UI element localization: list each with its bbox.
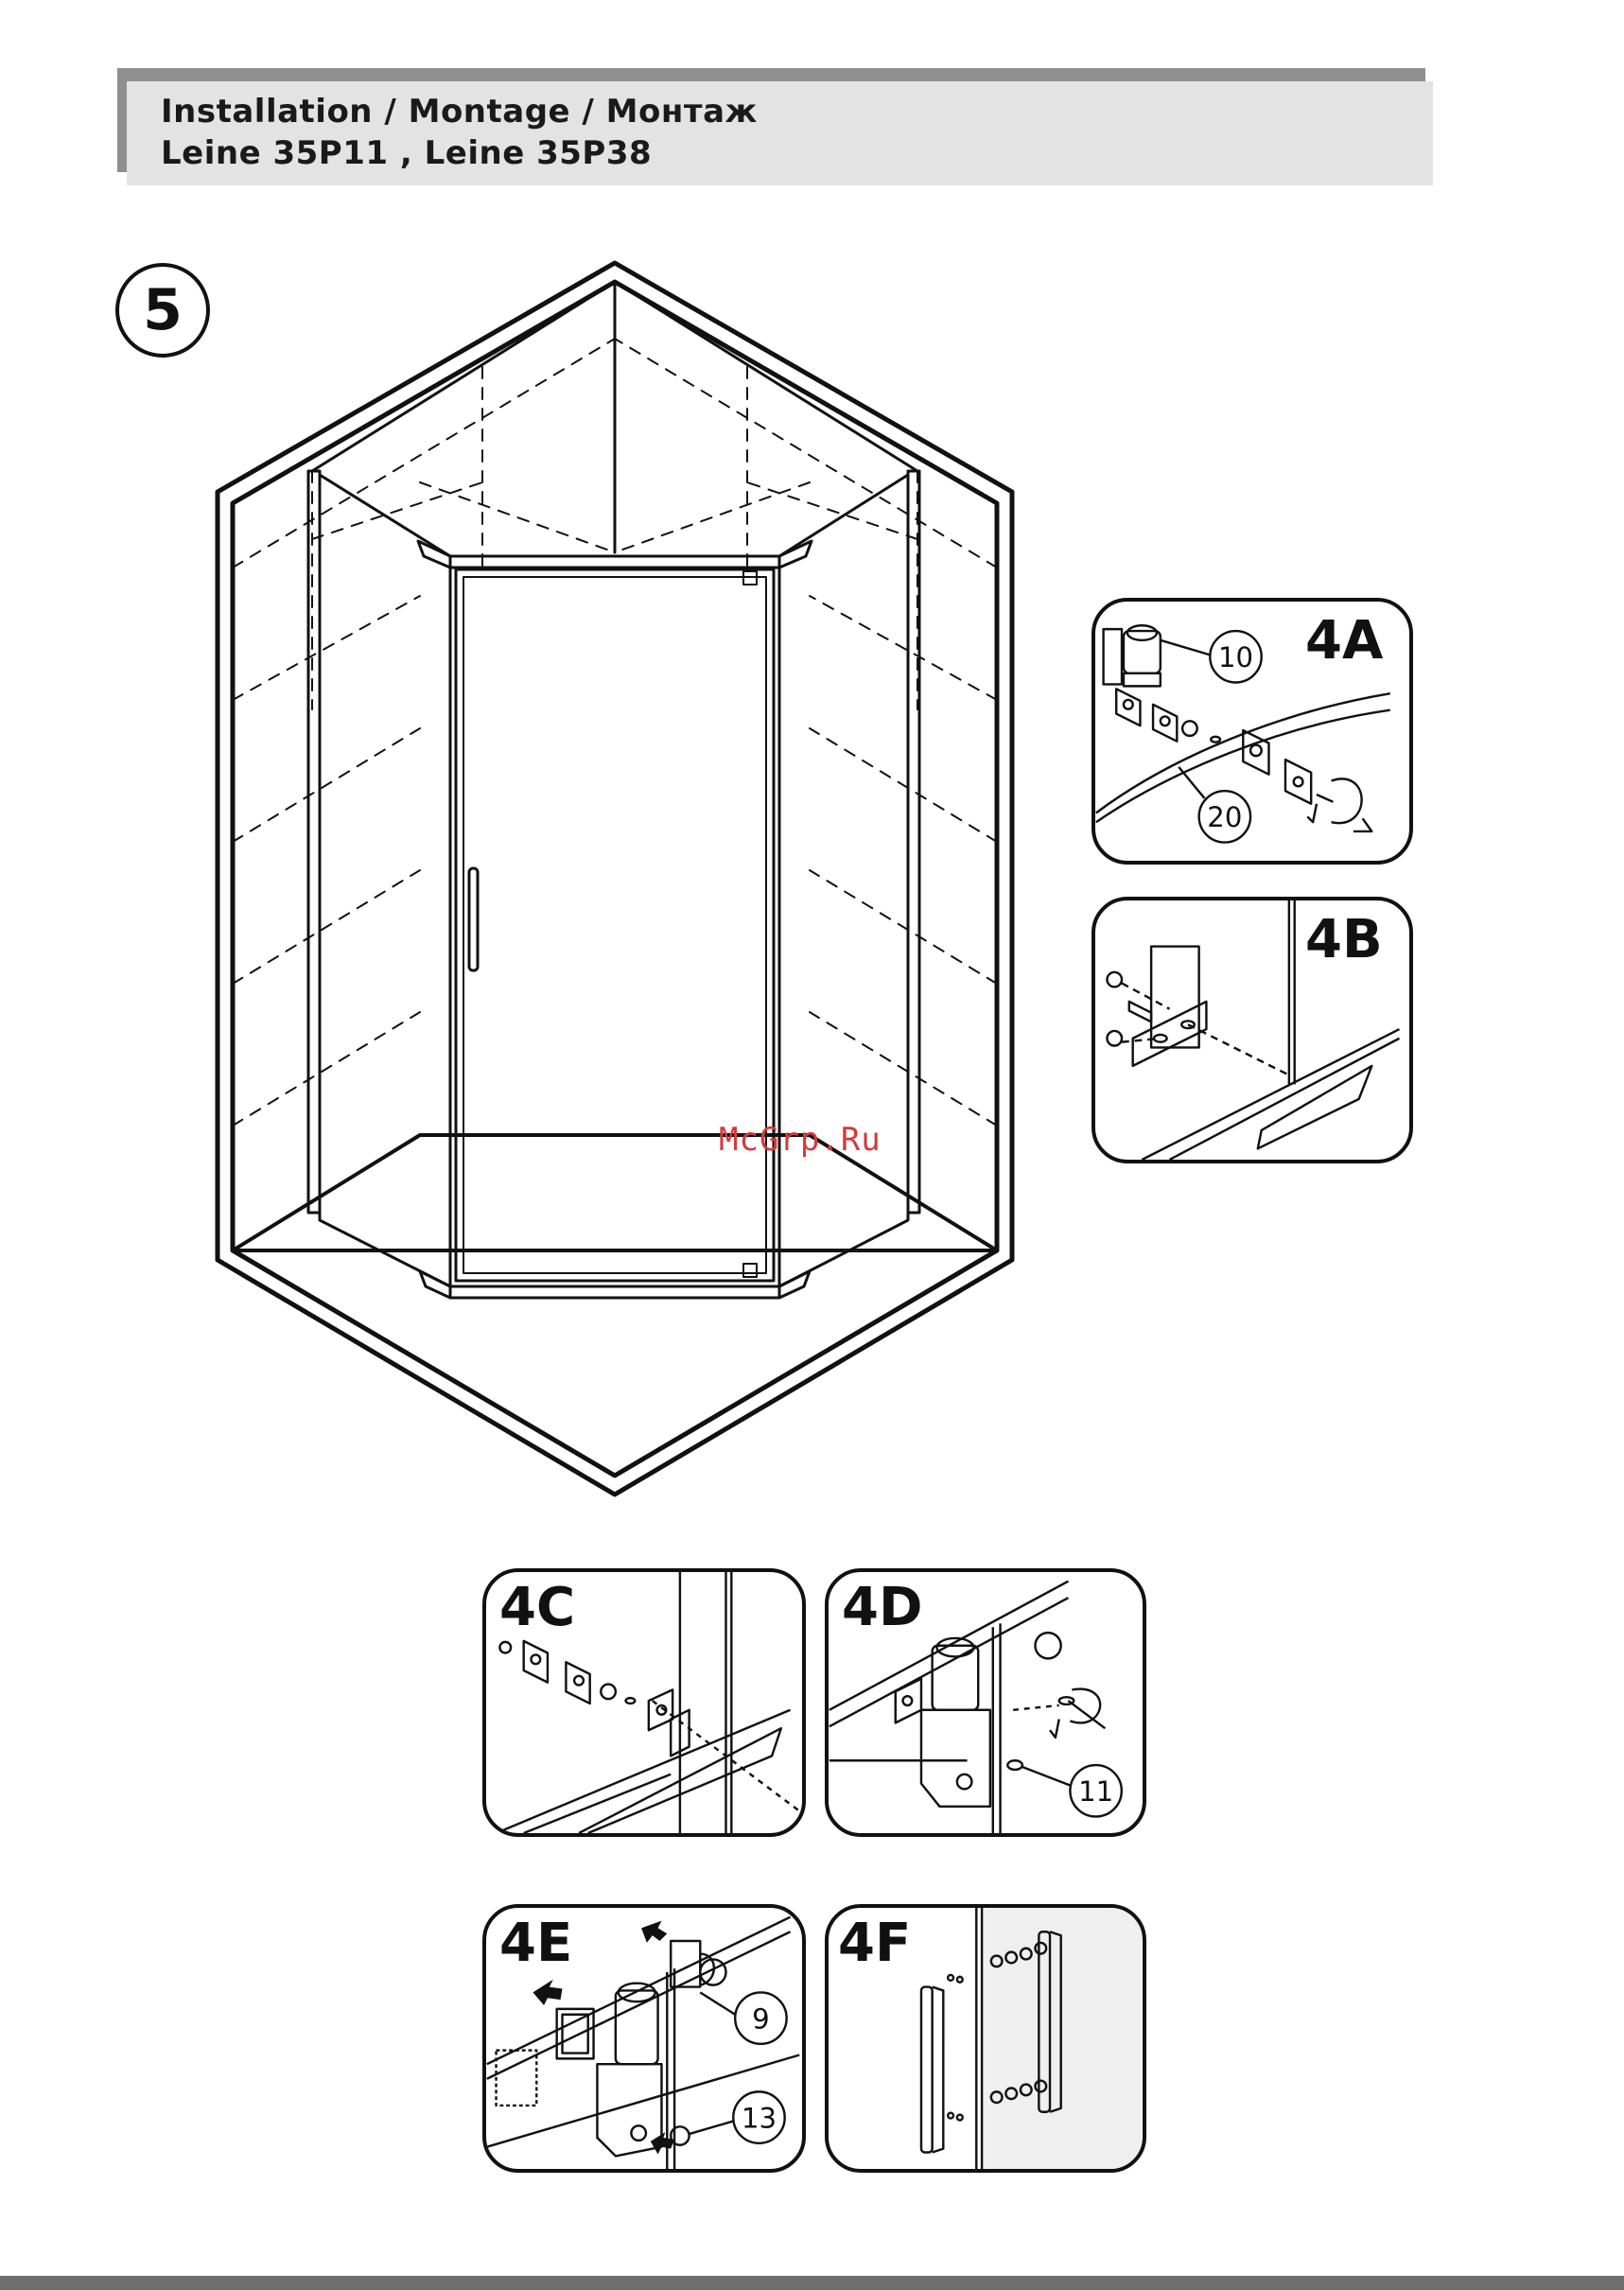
panel-label-4b: 4B: [1305, 914, 1383, 967]
step-number-badge: 5: [115, 263, 210, 358]
panel-label-4f: 4F: [838, 1917, 911, 1970]
header-left-bar: [117, 68, 127, 172]
header-title: Installation / Montage / Монтаж: [161, 93, 758, 131]
footer-bar: [0, 2276, 1624, 2290]
page-header: Installation / Montage / Монтаж Leine 35…: [127, 81, 1433, 185]
header-shadow-bar: [117, 68, 1425, 81]
header-models: Leine 35P11 , Leine 35P38: [161, 134, 652, 172]
callout-9: 9: [752, 2002, 770, 2035]
panel-label-4a: 4A: [1305, 615, 1383, 668]
detail-panel-4d: 11 4D: [825, 1568, 1146, 1837]
callout-20: 20: [1207, 801, 1242, 833]
panel-label-4c: 4C: [499, 1582, 575, 1634]
callout-11: 11: [1078, 1775, 1113, 1808]
detail-panel-4c: 4C: [482, 1568, 806, 1837]
watermark: McGrp.Ru: [719, 1121, 882, 1159]
panel-label-4e: 4E: [499, 1917, 572, 1970]
detail-panel-4a: 10 20 4A: [1091, 598, 1413, 865]
detail-panel-4f: 4F: [825, 1904, 1146, 2173]
callout-10: 10: [1218, 641, 1253, 673]
detail-panel-4b: 4B: [1091, 897, 1413, 1163]
shower-enclosure-drawing: [208, 255, 1031, 1504]
callout-13: 13: [742, 2102, 777, 2134]
detail-panel-4e: 9 13 4E: [482, 1904, 806, 2173]
panel-label-4d: 4D: [842, 1582, 922, 1634]
